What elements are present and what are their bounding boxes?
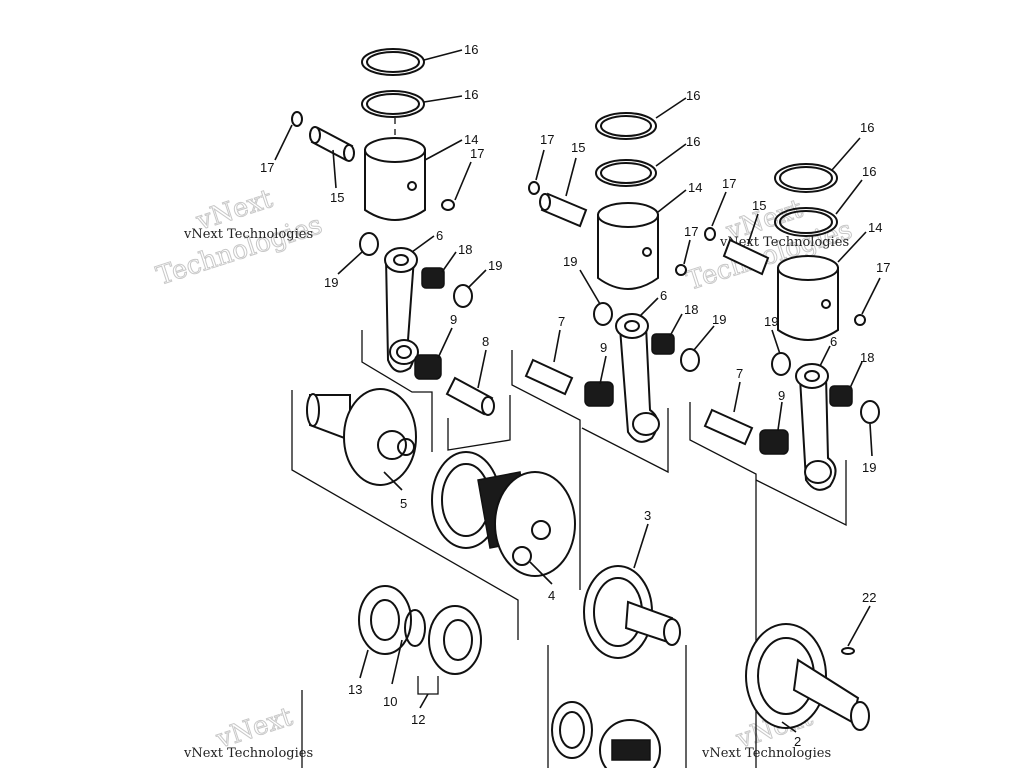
center-cylinder-assembly — [511, 112, 700, 590]
left-cylinder-assembly — [291, 48, 519, 640]
callout-16: 16 — [686, 88, 700, 103]
main-bearings-left — [301, 585, 482, 768]
callout-9: 9 — [778, 388, 785, 403]
crank-disc-center — [431, 451, 576, 577]
piston — [364, 149, 426, 221]
piston — [777, 267, 839, 341]
thrust-washer — [359, 232, 379, 256]
callout-22: 22 — [862, 590, 876, 605]
crank-end-center — [547, 565, 687, 768]
callout-9: 9 — [450, 312, 457, 327]
callout-19: 19 — [488, 258, 502, 273]
watermark-text-2: vNext Technologies — [719, 235, 849, 250]
callout-10: 10 — [383, 694, 397, 709]
needle-bearing — [829, 385, 853, 407]
callout-19: 19 — [324, 275, 338, 290]
circlip — [291, 111, 303, 127]
callout-5: 5 — [400, 496, 407, 511]
callout-9: 9 — [600, 340, 607, 355]
callout-19: 19 — [764, 314, 778, 329]
piston-ring — [361, 90, 425, 118]
thrust-washer — [593, 302, 613, 326]
callout-19: 19 — [712, 312, 726, 327]
callout-17: 17 — [260, 160, 274, 175]
thrust-washer — [680, 348, 700, 372]
piston-ring — [361, 48, 425, 76]
watermark-text-1: vNext Technologies — [183, 227, 313, 242]
callout-18: 18 — [458, 242, 472, 257]
callout-14: 14 — [464, 132, 478, 147]
piston-ring — [595, 159, 657, 187]
callout-19: 19 — [862, 460, 876, 475]
circlip — [675, 264, 687, 276]
watermark-text-3: vNext Technologies — [183, 746, 313, 761]
callout-15: 15 — [752, 198, 766, 213]
callout-17: 17 — [470, 146, 484, 161]
circlip — [441, 199, 455, 211]
crank-pin — [524, 358, 574, 396]
crank-end-right — [745, 623, 870, 731]
callout-17: 17 — [722, 176, 736, 191]
callout-2: 2 — [794, 734, 801, 749]
callout-19: 19 — [563, 254, 577, 269]
callouts: 16 16 17 17 14 15 6 18 19 19 9 8 5 16 16… — [260, 42, 890, 749]
piston-ring — [774, 207, 838, 237]
watermark-text-4: vNext Technologies — [701, 746, 831, 761]
circlip — [528, 181, 540, 195]
callout-4: 4 — [548, 588, 555, 603]
callout-6: 6 — [436, 228, 443, 243]
callout-17: 17 — [876, 260, 890, 275]
callout-18: 18 — [684, 302, 698, 317]
needle-bearing — [651, 333, 675, 355]
callout-16: 16 — [686, 134, 700, 149]
callout-15: 15 — [330, 190, 344, 205]
callout-3: 3 — [644, 508, 651, 523]
callout-7: 7 — [558, 314, 565, 329]
callout-7: 7 — [736, 366, 743, 381]
callout-16: 16 — [464, 42, 478, 57]
circlip — [854, 314, 866, 326]
crank-bearing — [414, 354, 442, 380]
thrust-washer — [860, 400, 880, 424]
thrust-washer — [771, 352, 791, 376]
callout-6: 6 — [660, 288, 667, 303]
callout-17: 17 — [540, 132, 554, 147]
wrist-pin — [722, 238, 770, 276]
circlip — [704, 227, 716, 241]
callout-17: 17 — [684, 224, 698, 239]
callout-12: 12 — [411, 712, 425, 727]
piston — [597, 214, 659, 290]
piston-ring — [774, 163, 838, 193]
callout-6: 6 — [830, 334, 837, 349]
callout-13: 13 — [348, 682, 362, 697]
callout-15: 15 — [571, 140, 585, 155]
callout-16: 16 — [464, 87, 478, 102]
crank-wheel-left — [306, 388, 417, 486]
thrust-washer — [453, 284, 473, 308]
callout-16: 16 — [860, 120, 874, 135]
crank-bearing — [759, 429, 789, 455]
right-cylinder-assembly — [689, 163, 880, 768]
callout-8: 8 — [482, 334, 489, 349]
callout-14: 14 — [688, 180, 702, 195]
piston-ring — [595, 112, 657, 140]
needle-bearing — [421, 267, 445, 289]
dash-frame — [361, 330, 433, 452]
callout-18: 18 — [860, 350, 874, 365]
crank-pin — [703, 408, 754, 446]
crank-bearing — [584, 381, 614, 407]
callout-16: 16 — [862, 164, 876, 179]
callout-14: 14 — [868, 220, 882, 235]
